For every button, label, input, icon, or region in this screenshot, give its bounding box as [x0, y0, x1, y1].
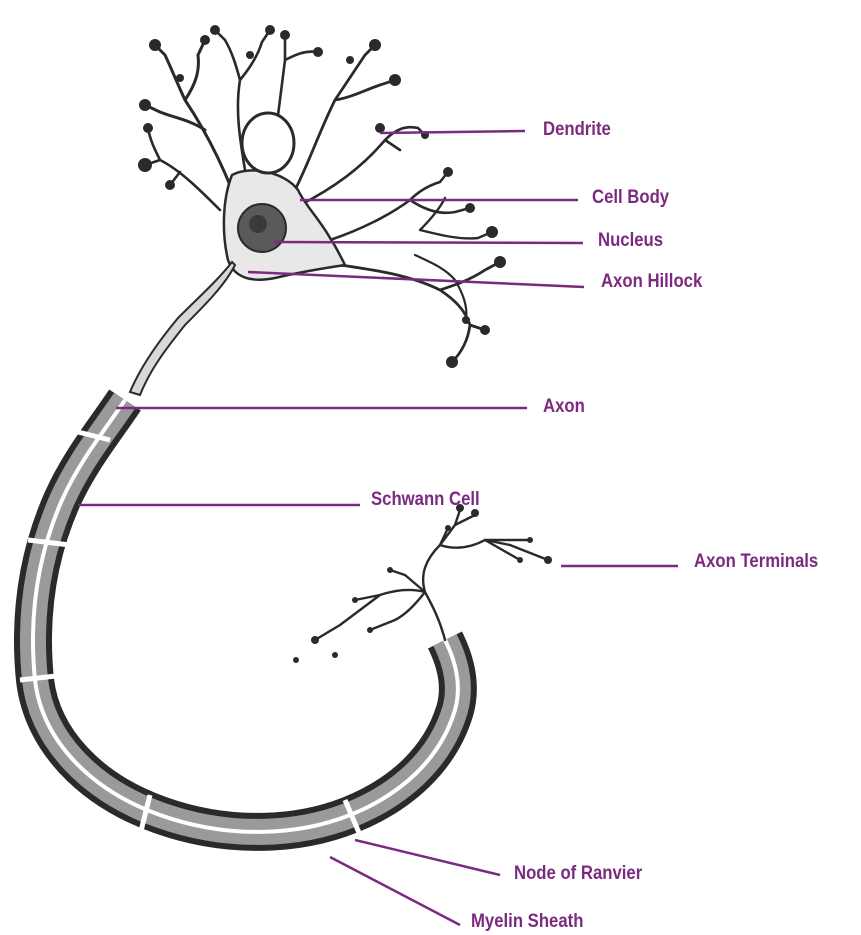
label-myelin-sheath: Myelin Sheath: [471, 912, 583, 931]
label-axon: Axon: [543, 397, 585, 416]
label-nucleus: Nucleus: [598, 231, 663, 250]
leader-myelin-sheath: [330, 857, 460, 925]
nucleolus: [249, 215, 267, 233]
leader-dendrite: [380, 131, 525, 133]
leader-axon-hillock: [248, 272, 584, 287]
leader-nucleus: [274, 242, 583, 243]
axon-terminals: [315, 510, 548, 640]
label-cell-body: Cell Body: [592, 188, 669, 207]
label-axon-terminals: Axon Terminals: [694, 552, 818, 571]
label-axon-hillock: Axon Hillock: [601, 272, 702, 291]
label-dendrite: Dendrite: [543, 120, 611, 139]
vacuole: [242, 113, 294, 173]
label-schwann-cell: Schwann Cell: [371, 490, 480, 509]
axon-hillock: [130, 262, 235, 395]
label-node-of-ranvier: Node of Ranvier: [514, 864, 642, 883]
leader-node-of-ranvier: [355, 840, 500, 875]
